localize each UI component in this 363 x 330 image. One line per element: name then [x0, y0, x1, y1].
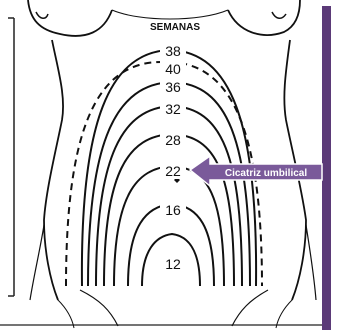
under-bust [112, 10, 228, 19]
label-40: 40 [165, 61, 181, 77]
right-breast [228, 0, 300, 35]
callout-label: Cicatriz umbilical [225, 168, 307, 179]
side-bar [322, 6, 331, 330]
left-side [44, 40, 63, 300]
label-12: 12 [165, 256, 181, 272]
left-nipple [36, 12, 48, 18]
label-28: 28 [165, 132, 181, 148]
title-text: SEMANAS [150, 22, 200, 33]
right-nipple [272, 12, 286, 18]
label-16: 16 [165, 202, 181, 218]
label-22: 22 [165, 163, 181, 179]
left-hip [30, 225, 44, 300]
label-32: 32 [165, 101, 181, 117]
right-groin [232, 290, 268, 326]
label-38: 38 [165, 43, 181, 59]
right-hip [306, 225, 316, 300]
label-36: 36 [165, 79, 181, 95]
left-thigh [58, 300, 74, 328]
right-thigh [276, 300, 292, 328]
left-groin [80, 290, 118, 326]
